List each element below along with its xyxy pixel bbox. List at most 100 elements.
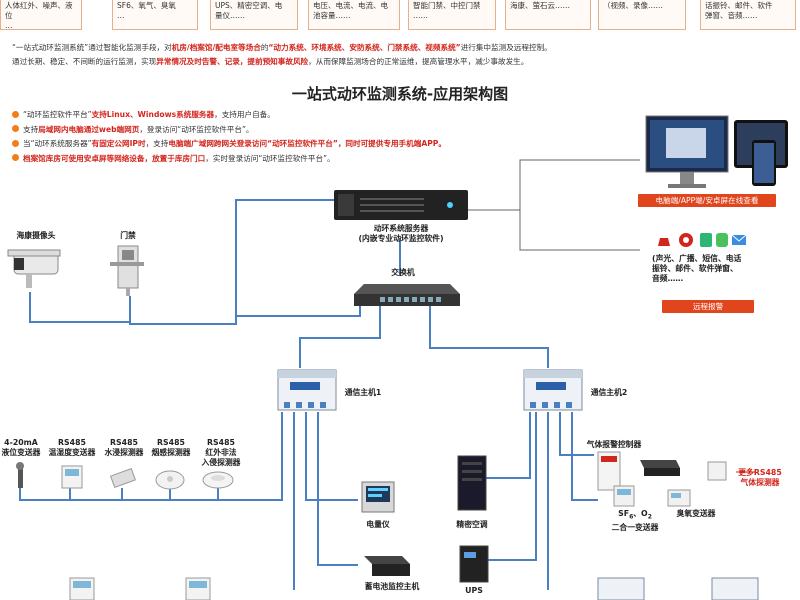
smoke-sensor-icon xyxy=(155,470,185,490)
intro-highlight: 机房/档案馆/配电室等场合 xyxy=(171,43,261,52)
intro-highlight: 异常情况及时告警、记录，提前预知事故风险 xyxy=(156,57,309,66)
level-transmitter-icon xyxy=(16,462,24,488)
sensor-label-smoke: RS485 烟感探测器 xyxy=(148,438,194,458)
sensor-label-line: 水浸探测器 xyxy=(104,448,144,457)
comm-host-2-icon xyxy=(523,369,583,411)
bullet-highlight: 有固定公网IP时 xyxy=(91,139,146,149)
gas-controller-icon xyxy=(597,451,680,491)
ups-label: UPS xyxy=(465,586,483,595)
remote-alarm-button: 远程报警 xyxy=(662,300,754,313)
alarm-icons xyxy=(658,233,747,247)
bullet-highlight: 电脑端广域网跨网关登录访问“动环监控软件平台” xyxy=(168,139,338,149)
server-label-line-1: 动环系统服务器 xyxy=(373,224,429,233)
humidity-sensor-icon xyxy=(61,465,83,489)
bullet-item: 档案馆库房可使用安卓屏等网络设备，放置于库房门口，实时登录访问“动环监控软件平台… xyxy=(12,152,652,167)
cable-host2-ups xyxy=(470,412,537,561)
feature-card-text: …… xyxy=(413,11,428,20)
cable-sensor-drops xyxy=(69,488,219,500)
feature-card-text: … xyxy=(5,21,13,30)
cable-host1-battery xyxy=(317,412,358,566)
feature-card-text: 弹窗、音频…… xyxy=(705,11,758,20)
bottom-devices xyxy=(69,577,759,600)
diagram-title: 一站式动环监测系统-应用架构图 xyxy=(291,85,509,103)
switch-label: 交换机 xyxy=(391,268,415,277)
camera-label: 海康摄像头 xyxy=(16,231,56,240)
feature-card-text: UPS、精密空调、电 xyxy=(215,1,283,10)
ozone-transmitter-icon xyxy=(667,489,691,507)
host-2-label: 通信主机2 xyxy=(590,388,628,397)
cable-host2-gas xyxy=(559,412,594,456)
sf6-subscript: 6 xyxy=(629,513,634,521)
gas-controller-label: 气体报警控制器 xyxy=(586,440,642,449)
terminals-icon xyxy=(645,115,788,188)
sf6-label-line-2: 二合一变送器 xyxy=(611,522,659,532)
sensor-label-level: 4-20mA 液位变送器 xyxy=(0,438,42,458)
sf6-text: SF xyxy=(618,509,630,518)
feature-card-text: 海康、萤石云…… xyxy=(510,1,570,10)
bullet-item: 当“动环系统服务器”有固定公网IP时，支持电脑端广域网跨网关登录访问“动环监控软… xyxy=(12,137,652,152)
intro-text: “一站式动环监测系统”通过智能化监测手段，对 xyxy=(12,43,172,52)
alarm-methods-label: (声光、广播、短信、电话 振铃、邮件、软件弹窗、 音频…… xyxy=(652,254,770,284)
bullet-text: 支持 xyxy=(23,124,39,134)
server-label: 动环系统服务器 (内嵌专业动环监控软件) xyxy=(344,224,458,244)
intro-text: 的 xyxy=(260,43,269,52)
cable-host2-sf6 xyxy=(571,412,598,501)
feature-card: SF6、氧气、臭氧… xyxy=(112,0,198,30)
feature-cards: 人体红外、噪声、液位… SF6、氧气、臭氧… UPS、精密空调、电量仪…… 电压… xyxy=(0,0,800,34)
link-server-terminals xyxy=(466,159,640,211)
bullet-text: ，支持用户自备。 xyxy=(214,110,275,119)
switch-icon xyxy=(354,284,460,306)
more-gas-label-line: 气体探测器 xyxy=(740,478,780,487)
comm-host-1-icon xyxy=(277,369,337,411)
o2-subscript: 2 xyxy=(647,513,652,521)
bullet-highlight: 支持Linux、Windows系统服务器 xyxy=(91,110,215,119)
bullet-highlight: 局域网内电脑通过web端网页 xyxy=(38,124,140,134)
sensor-label-water: RS485 水浸探测器 xyxy=(100,438,148,458)
intro-highlight: “动力系统、环境系统、安防系统、门禁系统、视频系统” xyxy=(268,43,461,52)
feature-card: UPS、精密空调、电量仪…… xyxy=(210,0,298,30)
ozone-label: 臭氧变送器 xyxy=(676,509,716,518)
sensor-label-line: RS485 xyxy=(157,438,185,447)
battery-label: 蓄电池监控主机 xyxy=(364,582,420,591)
feature-card-text: 人体红外、噪声、液位 xyxy=(5,1,73,20)
bullet-list: “动环监控软件平台”支持Linux、Windows系统服务器，支持用户自备。 支… xyxy=(12,108,652,166)
feature-card: 话振铃、邮件、软件弹窗、音频…… xyxy=(700,0,796,30)
sensor-label-infrared: RS485 红外非法 入侵探测器 xyxy=(196,438,246,468)
cable-switch-host1 xyxy=(299,304,381,368)
cable-host2-ac xyxy=(470,412,531,479)
feature-card-text: 电压、电流、电流、电 xyxy=(313,1,388,10)
bullet-dot-icon xyxy=(12,125,19,133)
water-sensor-icon xyxy=(109,467,137,489)
infrared-sensor-icon xyxy=(202,471,234,489)
feature-card: 海康、萤石云…… xyxy=(505,0,591,30)
intro-text: ，从而保障监测场合的正常运维，提高管理水平，减少事故发生。 xyxy=(308,57,529,66)
bullet-text: 当“动环系统服务器” xyxy=(23,139,92,149)
door-access-icon xyxy=(110,245,144,296)
bullet-dot-icon xyxy=(12,139,19,147)
sensor-label-line: 烟感探测器 xyxy=(151,448,191,457)
server-label-line-2: (内嵌专业动环监控软件) xyxy=(358,234,444,243)
sensor-label-line: 液位变送器 xyxy=(1,448,41,457)
feature-card: 智能门禁、中控门禁…… xyxy=(408,0,496,30)
intro-text: 通过长期、稳定、不间断的运行监测，实现 xyxy=(12,57,157,66)
feature-card: （视频、录像…… xyxy=(598,0,686,30)
host-1-label: 通信主机1 xyxy=(344,388,382,397)
bullet-dot-icon xyxy=(12,110,19,118)
sensor-label-line: 红外非法 xyxy=(205,448,237,457)
cable-switch-host2 xyxy=(429,304,549,368)
sensor-label-humidity: RS485 温湿度变送器 xyxy=(44,438,100,458)
power-meter-icon xyxy=(361,481,395,513)
sensor-label-line: 4-20mA xyxy=(4,438,38,447)
bullet-dot-icon xyxy=(12,154,19,162)
more-gas-sensor-icon xyxy=(707,461,756,481)
feature-card: 电压、电流、电流、电池容量…… xyxy=(308,0,400,30)
bullet-highlight: ，同时可提供专用手机端APP。 xyxy=(337,139,446,149)
ac-label: 精密空调 xyxy=(456,520,488,529)
cable-camera-server xyxy=(235,199,335,316)
sensor-label-line: 温湿度变送器 xyxy=(48,448,96,457)
intro-text: 进行集中监测及远程控制。 xyxy=(460,43,552,52)
intro-line-2: 通过长期、稳定、不间断的运行监测，实现异常情况及时告警、记录，提前预知事故风险，… xyxy=(12,56,792,68)
alarm-methods-line: 振铃、邮件、软件弹窗、 xyxy=(652,264,738,273)
bullet-text: ，实时登录访问“动环监控软件平台”。 xyxy=(205,153,335,163)
